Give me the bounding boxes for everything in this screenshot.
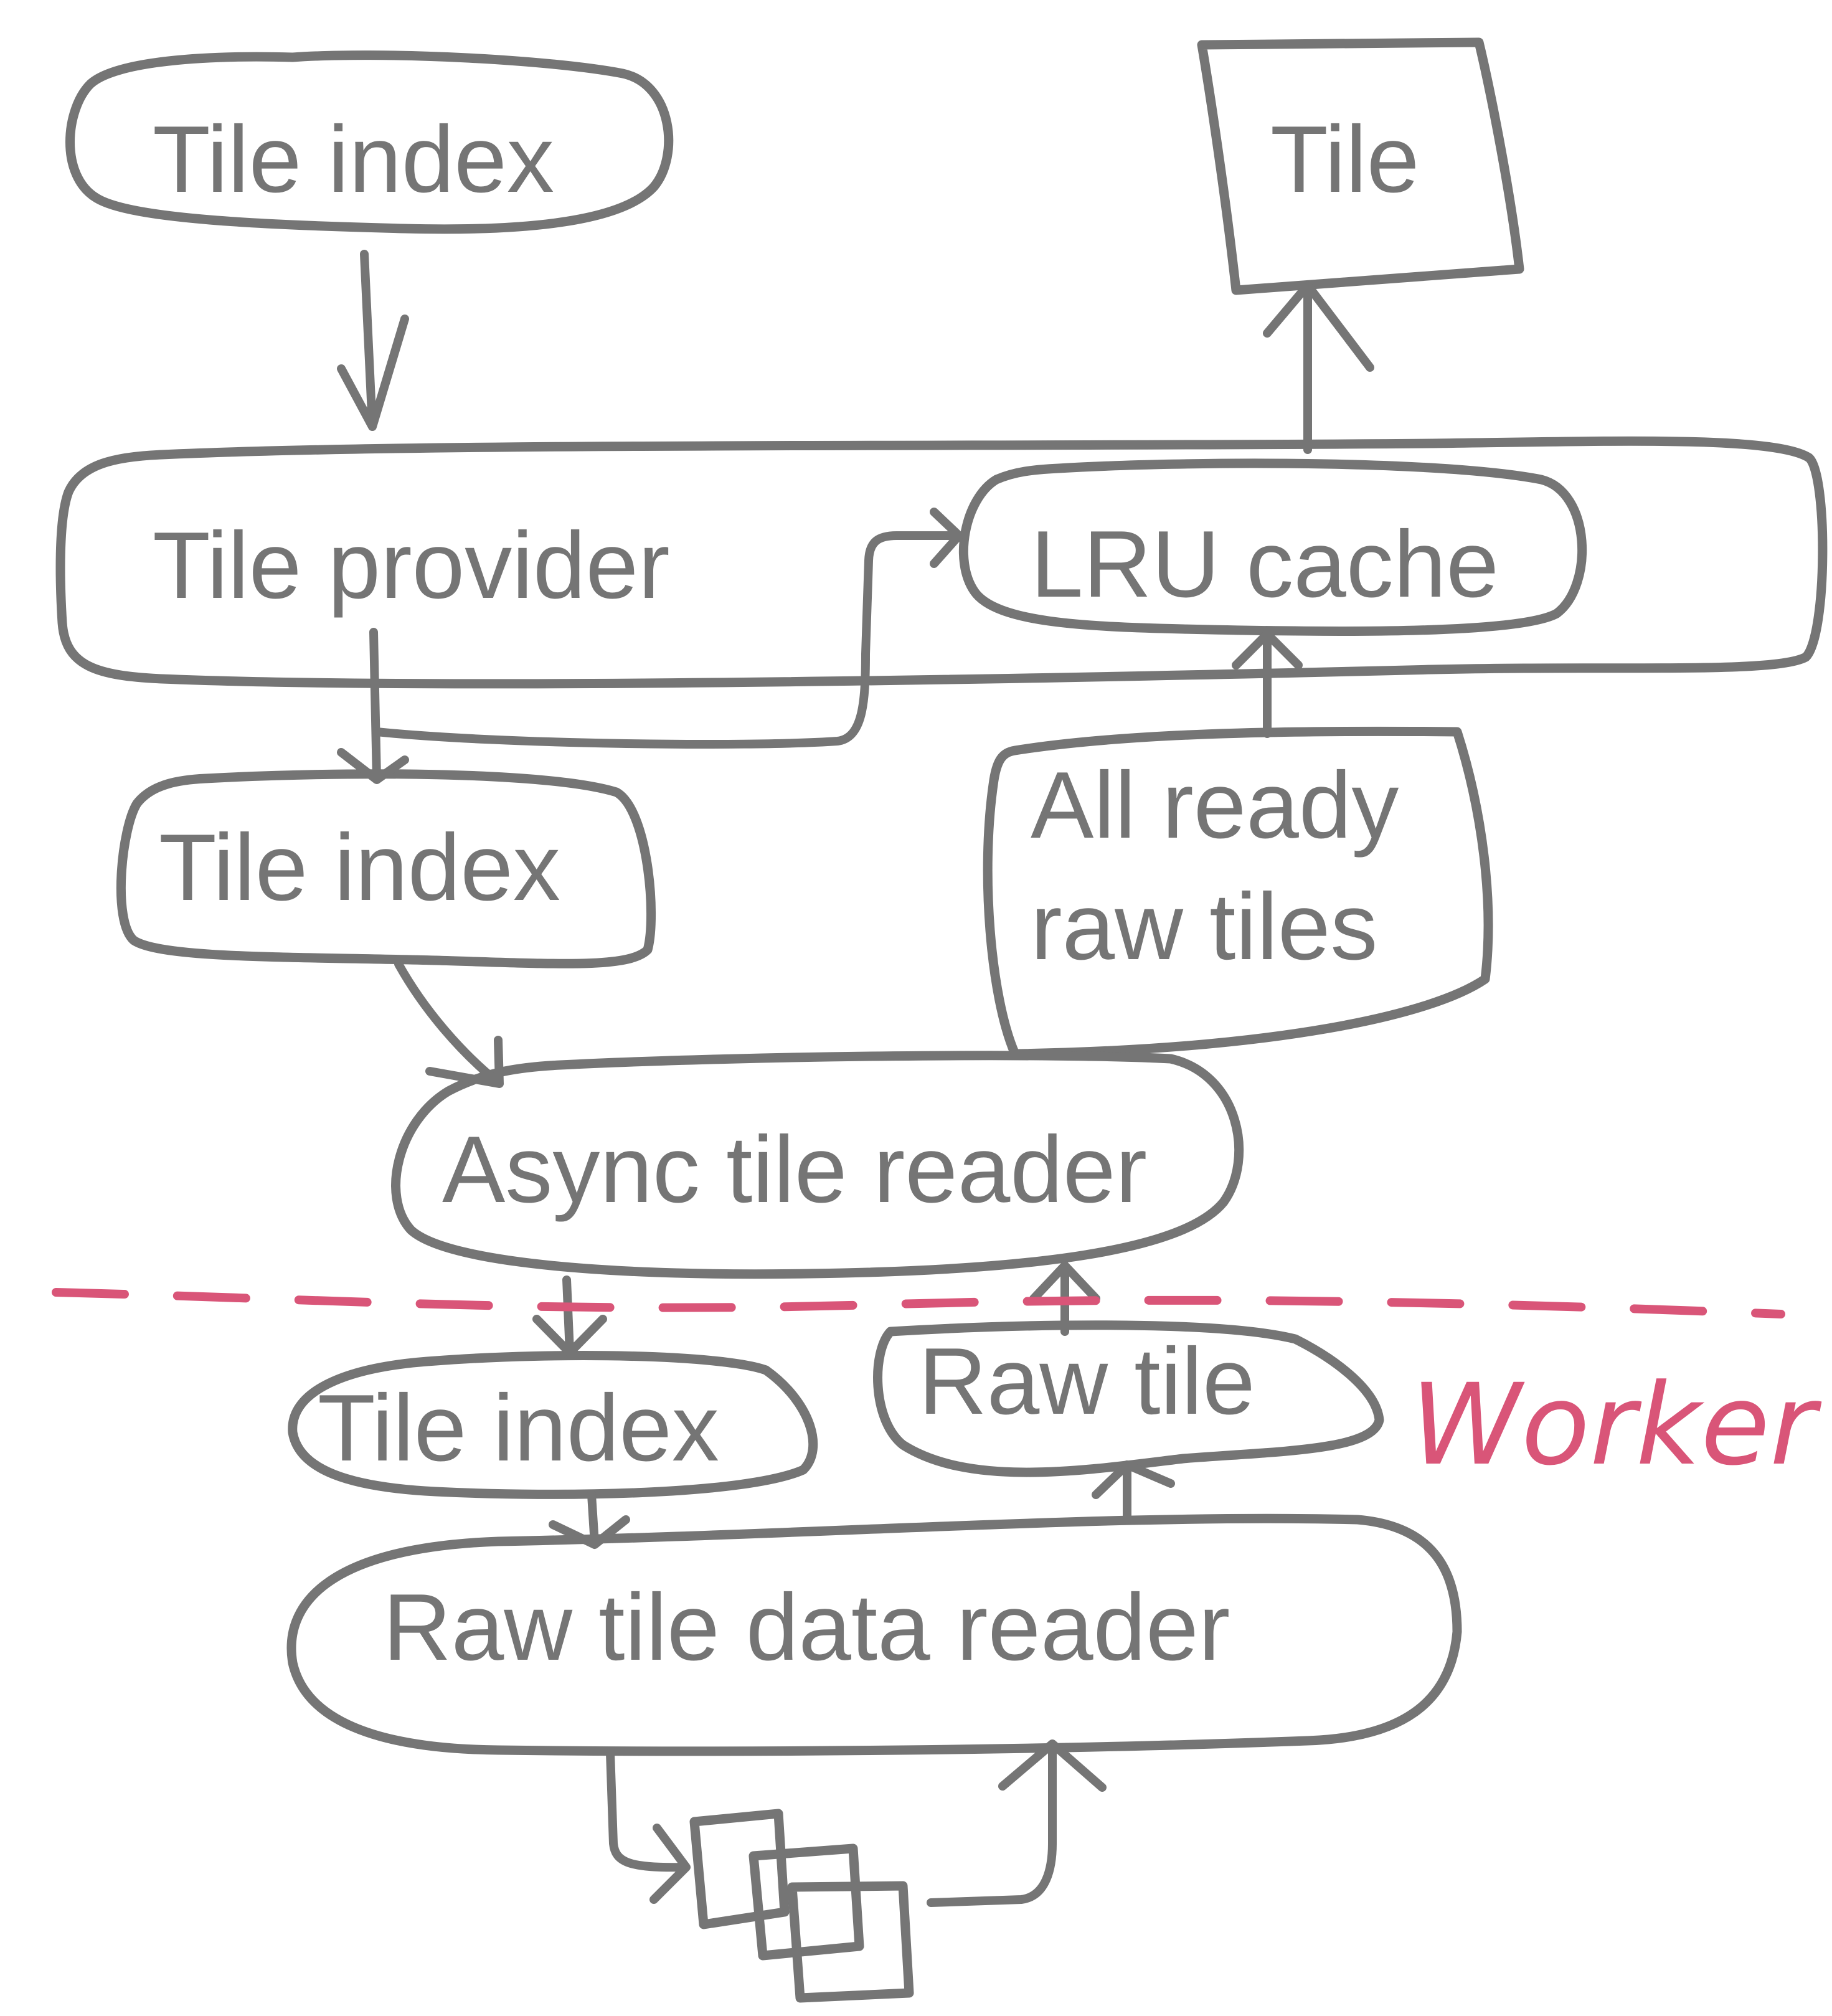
arrow-lru-cache-to-tile: [1263, 281, 1374, 454]
worker-boundary-line: [52, 1288, 1785, 1318]
arrow-tile-index-to-provider: [337, 250, 409, 431]
all-ready-raw-tiles-node: [983, 726, 1493, 1059]
tile-index-worker-label: Tile index: [318, 1375, 719, 1481]
tile-label: Tile: [1270, 106, 1419, 212]
tile-index-top-node: [65, 50, 674, 234]
all-ready-raw-tiles-label-line2: raw tiles: [1031, 874, 1377, 980]
all-ready-raw-tiles-label-line1: All ready: [1031, 752, 1399, 858]
arrow-data-reader-to-stack: [606, 1749, 691, 1904]
worker-label: Worker: [1410, 1360, 1822, 1490]
tile-index-worker-node: [288, 1351, 818, 1499]
raw-tile-label: Raw tile: [918, 1328, 1255, 1434]
tile-provider-label: Tile provider: [153, 513, 670, 618]
arrow-provider-to-lru-cache: [372, 508, 963, 749]
arrow-provider-to-tile-index: [337, 628, 409, 784]
arrow-stack-to-data-reader: [927, 1739, 1107, 1907]
raw-tile-stack-sheet-3: [787, 1881, 914, 2003]
tile-index-mid-label: Tile index: [159, 815, 560, 920]
raw-tile-node: [873, 1320, 1384, 1477]
tile-index-top-label: Tile index: [153, 106, 554, 212]
tile-node: [1197, 37, 1524, 295]
lru-cache-label: LRU cache: [1031, 511, 1499, 617]
tile-index-mid-node: [116, 769, 656, 968]
raw-tile-data-reader-node: [286, 1513, 1462, 1756]
tile-provider-node: [55, 436, 1828, 689]
raw-tile-stack-sheet-1: [689, 1809, 790, 1929]
arrow-ready-tiles-to-lru-cache: [1232, 630, 1303, 738]
shapes: [55, 37, 1828, 2003]
arrow-tile-index-to-async-reader: [394, 960, 504, 1088]
labels: Tile index Tile Tile provider LRU cache …: [153, 106, 1822, 1680]
arrow-async-reader-to-tile-index: [532, 1275, 607, 1357]
async-tile-reader-node: [391, 1051, 1244, 1279]
async-tile-reader-label: Async tile reader: [442, 1117, 1147, 1223]
arrow-data-reader-to-raw-tile: [1092, 1460, 1175, 1524]
arrow-tile-index-to-data-reader: [549, 1490, 630, 1549]
lru-cache-node: [958, 458, 1587, 637]
raw-tile-data-reader-label: Raw tile data reader: [383, 1574, 1230, 1680]
raw-tile-stack-sheet-2: [748, 1843, 864, 1961]
